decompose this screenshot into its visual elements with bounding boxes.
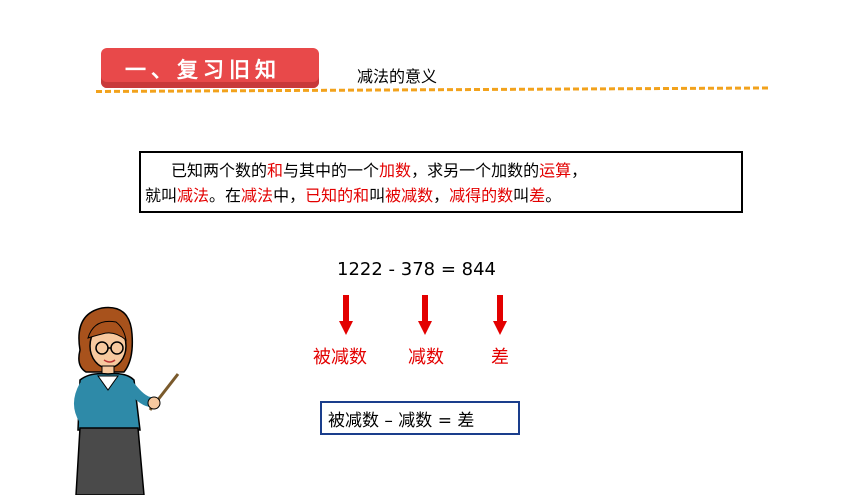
definition-box: 已知两个数的和与其中的一个加数，求另一个加数的运算， 就叫减法。在减法中，已知的… bbox=[139, 151, 743, 213]
definition-text: 叫 bbox=[369, 186, 386, 205]
definition-highlight: 运算 bbox=[539, 161, 572, 180]
definition-text: 中， bbox=[273, 186, 306, 205]
definition-text: 。在 bbox=[209, 186, 242, 205]
definition-highlight: 减法 bbox=[241, 186, 274, 205]
formula-text: 被减数 – 减数 = 差 bbox=[328, 411, 475, 431]
definition-highlight: 被减数 bbox=[385, 186, 434, 205]
definition-text: 。 bbox=[545, 186, 562, 205]
definition-highlight: 和 bbox=[267, 161, 284, 180]
definition-text: 叫 bbox=[513, 186, 530, 205]
definition-highlight: 差 bbox=[529, 186, 546, 205]
down-arrow-icon bbox=[418, 295, 432, 335]
definition-text: ， bbox=[433, 186, 450, 205]
down-arrow-icon bbox=[339, 295, 353, 335]
section-badge: 一、复习旧知 bbox=[101, 48, 319, 88]
definition-highlight: 已知的和 bbox=[305, 186, 370, 205]
down-arrow-icon bbox=[493, 295, 507, 335]
definition-highlight: 减得的数 bbox=[449, 186, 514, 205]
label-minuend: 被减数 bbox=[313, 347, 367, 368]
definition-text: 就叫 bbox=[145, 186, 178, 205]
definition-highlight: 减法 bbox=[177, 186, 210, 205]
formula-box: 被减数 – 减数 = 差 bbox=[320, 401, 520, 435]
definition-text: ，求另一个加数的 bbox=[411, 161, 540, 180]
example-equation: 1222 - 378 = 844 bbox=[337, 259, 496, 280]
section-title: 一、复习旧知 bbox=[125, 58, 281, 82]
definition-line-2: 就叫减法。在减法中，已知的和叫被减数，减得的数叫差。 bbox=[145, 182, 561, 206]
label-subtrahend: 减数 bbox=[408, 347, 444, 368]
label-difference: 差 bbox=[491, 347, 509, 368]
topic-title: 减法的意义 bbox=[357, 67, 438, 86]
definition-text: 已知两个数的 bbox=[171, 161, 268, 180]
teacher-illustration bbox=[74, 306, 180, 495]
definition-text: ， bbox=[571, 161, 588, 180]
definition-text: 与其中的一个 bbox=[283, 161, 380, 180]
definition-line-1: 已知两个数的和与其中的一个加数，求另一个加数的运算， bbox=[171, 157, 587, 181]
definition-highlight: 加数 bbox=[379, 161, 412, 180]
